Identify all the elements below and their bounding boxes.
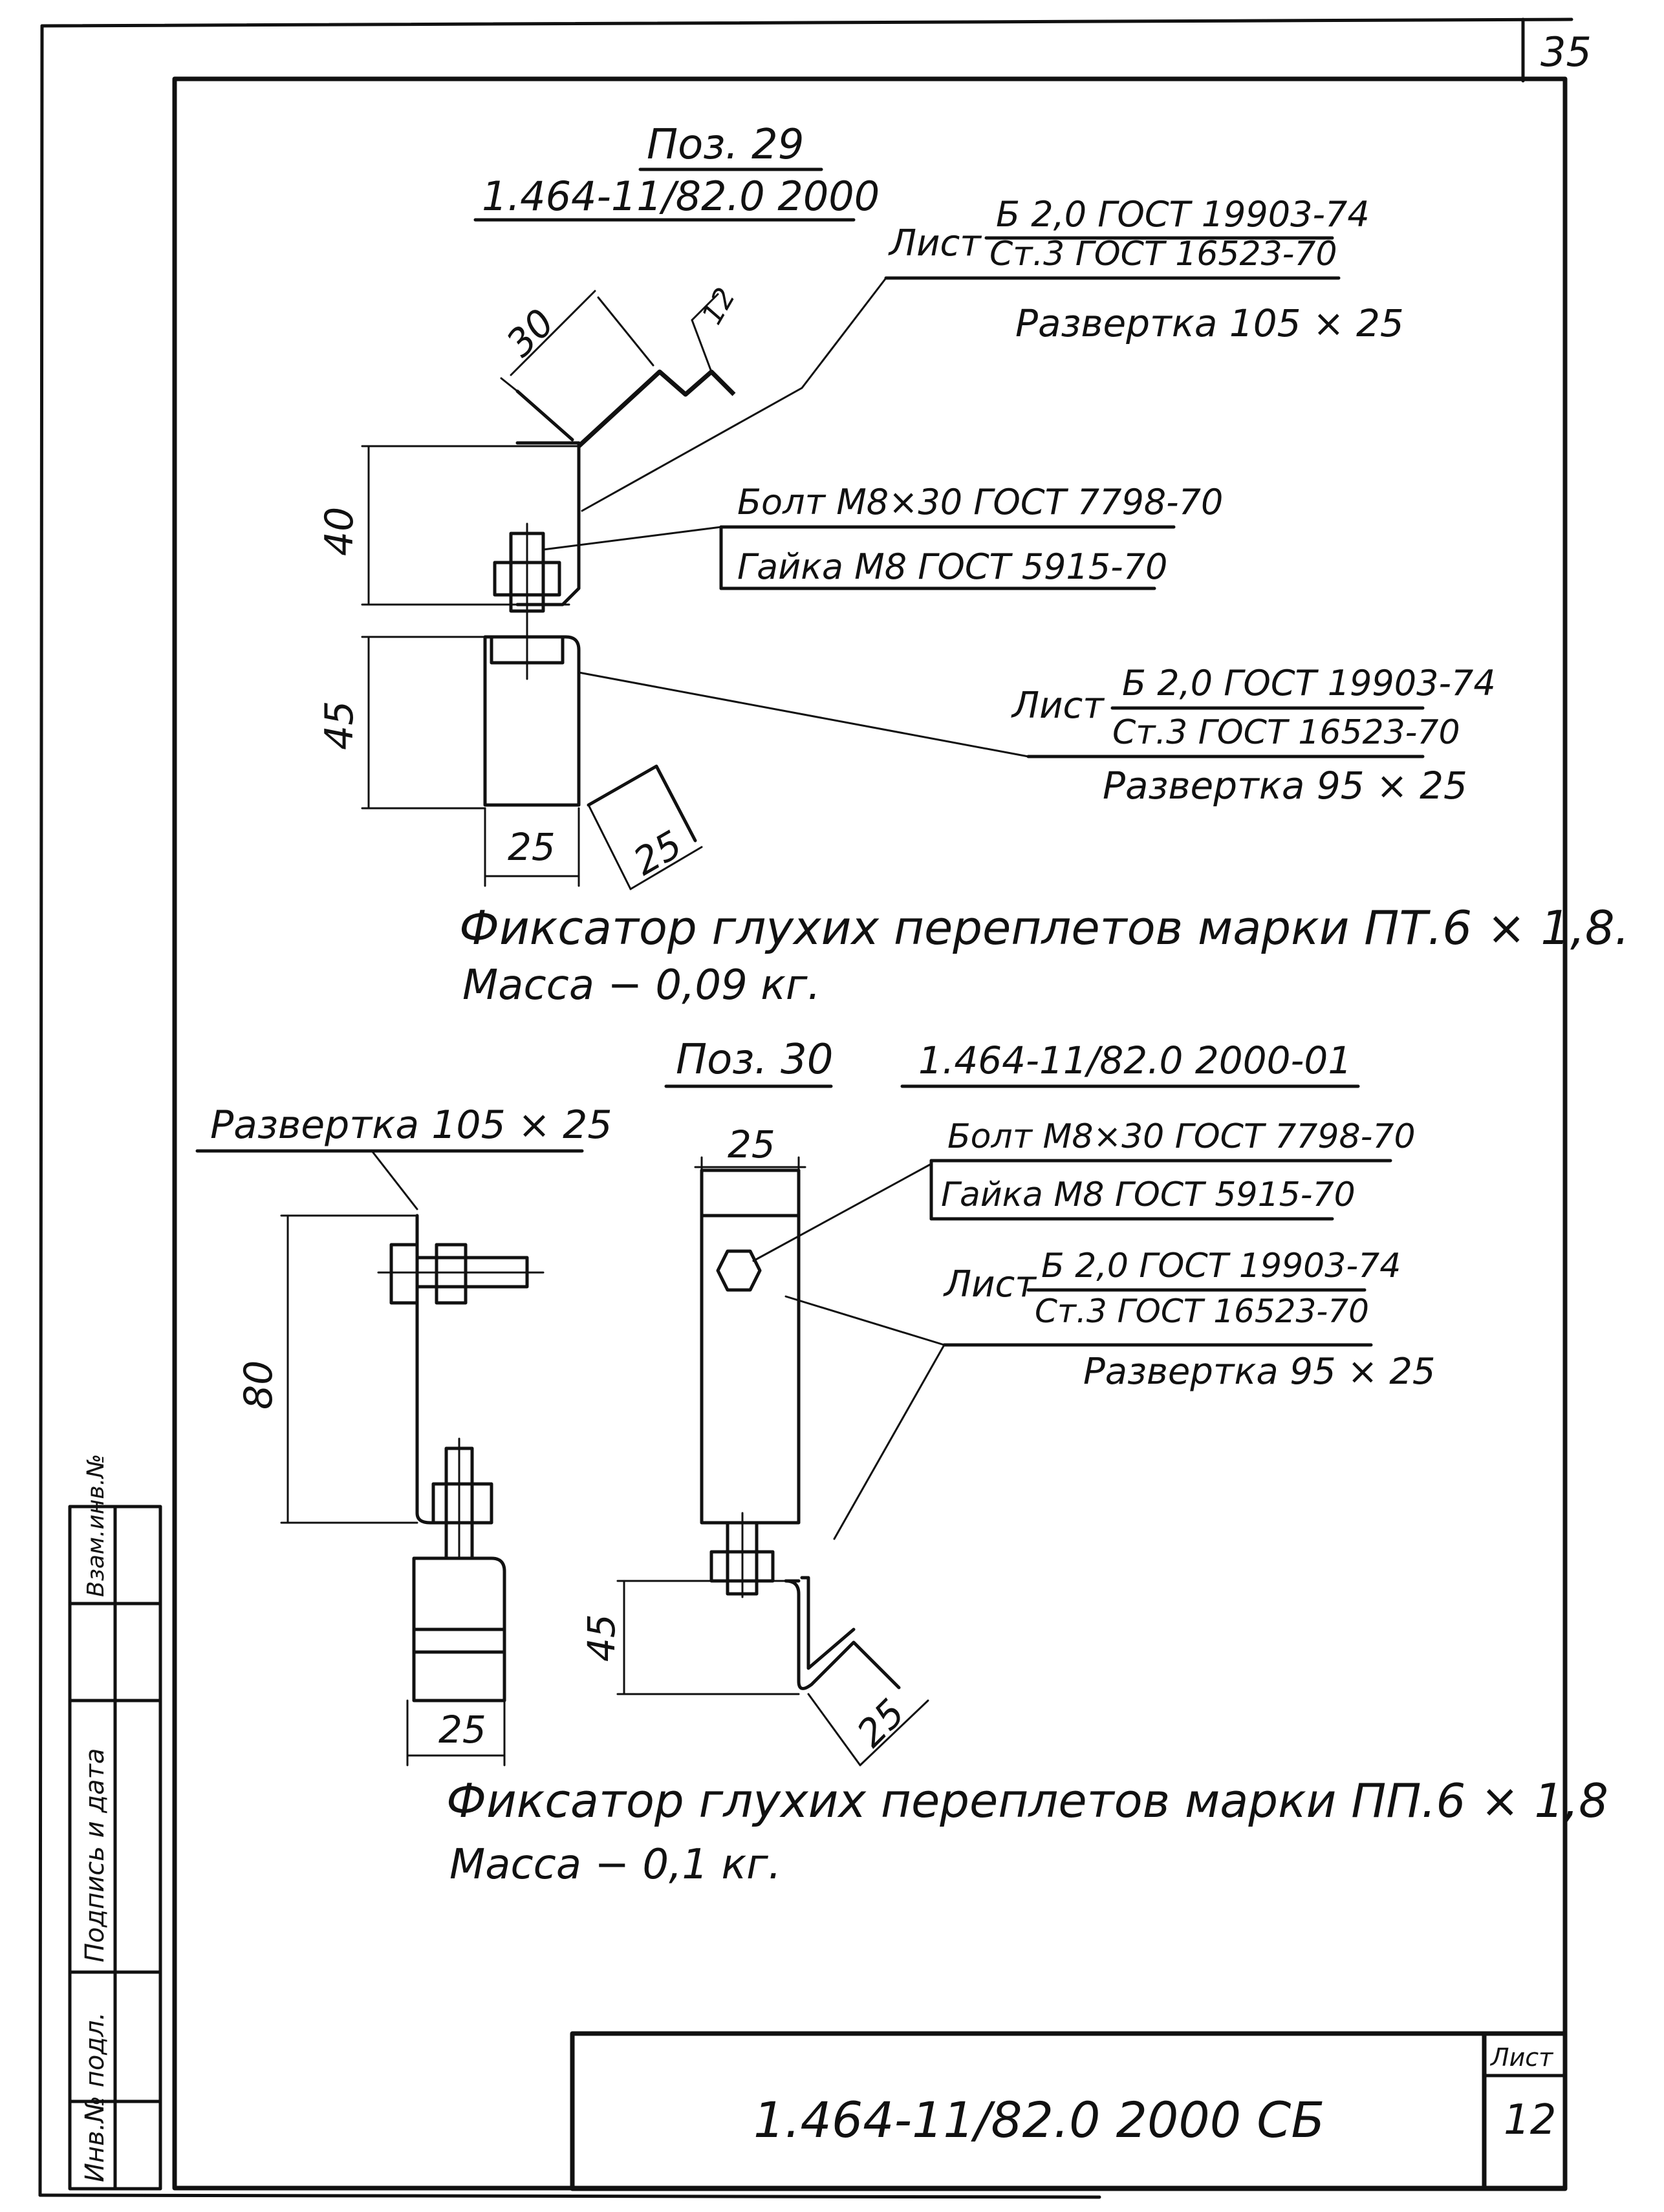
pos29-nut-label: Гайка М8 ГОСТ 5915-70 (737, 546, 1167, 587)
pos29-bolt-label: Болт М8×30 ГОСТ 7798-70 (737, 482, 1223, 522)
pos29-caption-2: Масса − 0,09 кг. (462, 961, 821, 1009)
pos29-sheet2-bottom: Ст.3 ГОСТ 16523-70 (1112, 713, 1460, 752)
pos29-sheet1-prefix: Лист (888, 222, 982, 264)
pos30-sheet-unfold: Развертка 95 × 25 (1083, 1351, 1435, 1393)
pos29-dim-40: 40 (317, 507, 362, 556)
pos30-left-bolt-head (389, 1243, 419, 1305)
pos29-caption-1: Фиксатор глухих переплетов марки ПТ.6 × … (459, 901, 1630, 955)
pos29-dim-45: 45 (317, 701, 362, 750)
pos29-sheet2-prefix: Лист (1011, 685, 1105, 727)
pos30-caption-1: Фиксатор глухих переплетов марки ПП.6 × … (446, 1774, 1608, 1828)
pos30-code: 1.464-11/82.0 2000-01 (918, 1038, 1352, 1082)
pos29-sheet2-top: Б 2,0 ГОСТ 19903-74 (1122, 663, 1496, 703)
pos30-sheet-bottom: Ст.3 ГОСТ 16523-70 (1035, 1293, 1369, 1330)
pos29-sheet2-unfold: Развертка 95 × 25 (1103, 764, 1467, 808)
pos30-bolt-label: Болт М8×30 ГОСТ 7798-70 (947, 1117, 1416, 1156)
title-sheet-label: Лист (1489, 2043, 1554, 2072)
pos30-title: Поз. 30 (676, 1036, 833, 1084)
corner-page-number: 35 (1540, 28, 1592, 76)
title-designation: 1.464-11/82.0 2000 СБ (753, 2091, 1324, 2149)
pos29-sheet1-bottom: Ст.3 ГОСТ 16523-70 (989, 235, 1337, 274)
pos30-nut-label: Гайка М8 ГОСТ 5915-70 (941, 1176, 1356, 1214)
pos29-sheet1-unfold: Развертка 105 × 25 (1015, 301, 1404, 345)
pos30-unfold-left: Развертка 105 × 25 (210, 1102, 612, 1148)
pos30-plate (700, 1168, 801, 1525)
pos29-dim-25a: 25 (508, 825, 556, 869)
title-block (570, 2031, 1568, 2191)
pos30-dim-80: 80 (236, 1360, 281, 1410)
pos29-dim-30: 30 (498, 301, 563, 365)
pos30-dim-45: 45 (579, 1614, 623, 1662)
vzam-label: Взам.инв.№ (83, 1454, 109, 1597)
pos29-sheet1-top: Б 2,0 ГОСТ 19903-74 (996, 194, 1370, 235)
title-sheet-number: 12 (1504, 2096, 1556, 2144)
inv-no-label: Инв.№ подл. (80, 2012, 110, 2182)
pos30-sheet-prefix: Лист (943, 1263, 1037, 1305)
pos29-dim-25b: 25 (626, 822, 689, 884)
side-stamp: Инв.№ подл. Подпись и дата Взам.инв.№ (68, 1454, 162, 2191)
sign-date-label: Подпись и дата (80, 1748, 110, 1962)
pos30-dim-25-right: 25 (848, 1691, 913, 1756)
pos29-code: 1.464-11/82.0 2000 (482, 173, 880, 220)
pos30-dim-25-left: 25 (438, 1708, 486, 1752)
pos29-dim-12: 12 (695, 283, 742, 330)
pos29-title: Поз. 29 (647, 121, 804, 169)
pos30-dim-25-top: 25 (728, 1122, 775, 1166)
pos30-sheet-top: Б 2,0 ГОСТ 19903-74 (1041, 1247, 1401, 1285)
pos30-caption-2: Масса − 0,1 кг. (449, 1841, 781, 1889)
